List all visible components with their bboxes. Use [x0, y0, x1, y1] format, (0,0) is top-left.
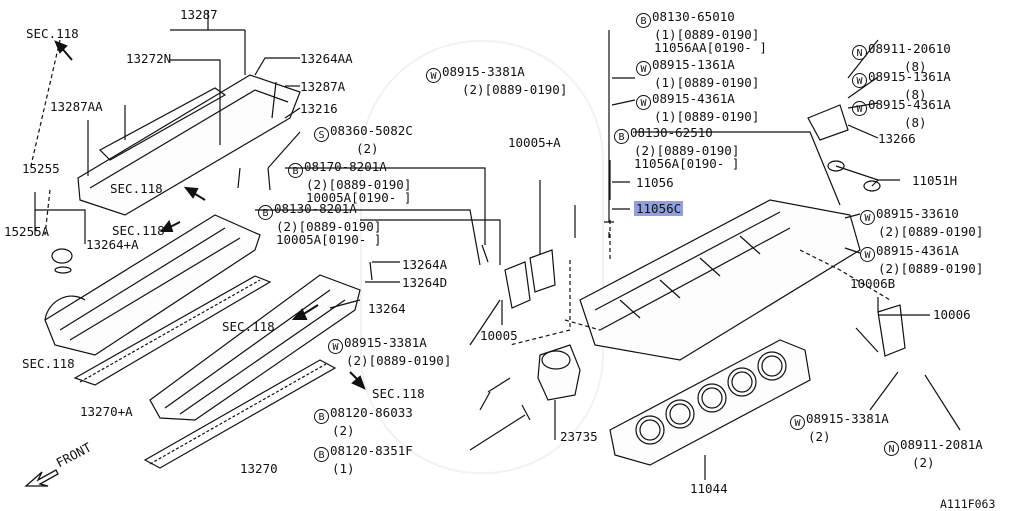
- watermark-seal: [360, 40, 604, 474]
- bolt-prefix-icon: B: [258, 205, 273, 220]
- label-10006: 10006: [933, 307, 971, 322]
- washer-prefix-icon: W: [636, 61, 651, 76]
- sec-ref-top-left[interactable]: SEC.118: [26, 26, 79, 41]
- sec-ref-left[interactable]: SEC.118: [22, 356, 75, 371]
- sec-ref-center[interactable]: SEC.118: [222, 319, 275, 334]
- label-15255: 15255: [22, 161, 60, 176]
- label-13287: 13287: [180, 7, 218, 22]
- sec-ref-mid-2[interactable]: SEC.118: [112, 223, 165, 238]
- label-13264: 13264: [368, 301, 406, 316]
- label-13287AA: 13287AA: [50, 99, 103, 114]
- gasket-right: [143, 359, 337, 469]
- rocker-cover-left: [44, 214, 261, 356]
- sec-ref-mid-1[interactable]: SEC.118: [110, 181, 163, 196]
- label-11051H: 11051H: [912, 173, 958, 188]
- label-13270pA: 13270+A: [80, 404, 133, 419]
- bolt-prefix-icon: B: [614, 129, 629, 144]
- label-13264D: 13264D: [402, 275, 448, 290]
- gasket-left: [73, 275, 272, 386]
- washer-prefix-icon: W: [426, 68, 441, 83]
- bolt-prefix-icon: B: [314, 409, 329, 424]
- label-13272N: 13272N: [126, 51, 172, 66]
- head-gasket: [609, 339, 811, 466]
- label-13264A: 13264A: [402, 257, 448, 272]
- washer-prefix-icon: W: [860, 247, 875, 262]
- sec-ref-bottom[interactable]: SEC.118: [372, 386, 425, 401]
- washer-prefix-icon: W: [328, 339, 343, 354]
- bolt-prefix-icon: B: [636, 13, 651, 28]
- bolt-prefix-icon: B: [314, 447, 329, 462]
- label-13264AA: 13264AA: [300, 51, 353, 66]
- label-10005: 10005: [480, 328, 518, 343]
- label-23735: 23735: [560, 429, 598, 444]
- housing-23735: [537, 344, 581, 401]
- cylinder-head: [579, 199, 861, 361]
- label-11044: 11044: [690, 481, 728, 496]
- bolt-prefix-icon: B: [288, 163, 303, 178]
- bracket-10006: [877, 304, 906, 357]
- label-10006B: 10006B: [850, 276, 896, 291]
- nut-prefix-icon: N: [884, 441, 899, 456]
- washer-prefix-icon: W: [860, 210, 875, 225]
- bracket-10005A: [529, 249, 556, 293]
- figure-code: A111F063: [940, 497, 996, 511]
- front-arrow-icon: [24, 469, 59, 487]
- label-15255A: 15255A: [4, 224, 50, 239]
- washer-prefix-icon: W: [790, 415, 805, 430]
- label-13287A: 13287A: [300, 79, 346, 94]
- nut-prefix-icon: N: [852, 45, 867, 60]
- label-11056C[interactable]: 11056C: [634, 201, 684, 216]
- label-13266: 13266: [878, 131, 916, 146]
- washer-prefix-icon: W: [852, 73, 867, 88]
- bracket-10005: [504, 261, 531, 309]
- part-13266: [807, 104, 849, 141]
- highlighted-part-11056C[interactable]: 11056C: [634, 201, 684, 216]
- label-10005pA: 10005+A: [508, 135, 561, 150]
- washer-prefix-icon: W: [636, 95, 651, 110]
- washer-prefix-icon: W: [852, 101, 867, 116]
- bolt-prefix-icon: S: [314, 127, 329, 142]
- label-13216: 13216: [300, 101, 338, 116]
- label-11056: 11056: [636, 175, 674, 190]
- label-13270: 13270: [240, 461, 278, 476]
- engine-cover-13287: [77, 74, 301, 216]
- label-13264pA: 13264+A: [86, 237, 139, 252]
